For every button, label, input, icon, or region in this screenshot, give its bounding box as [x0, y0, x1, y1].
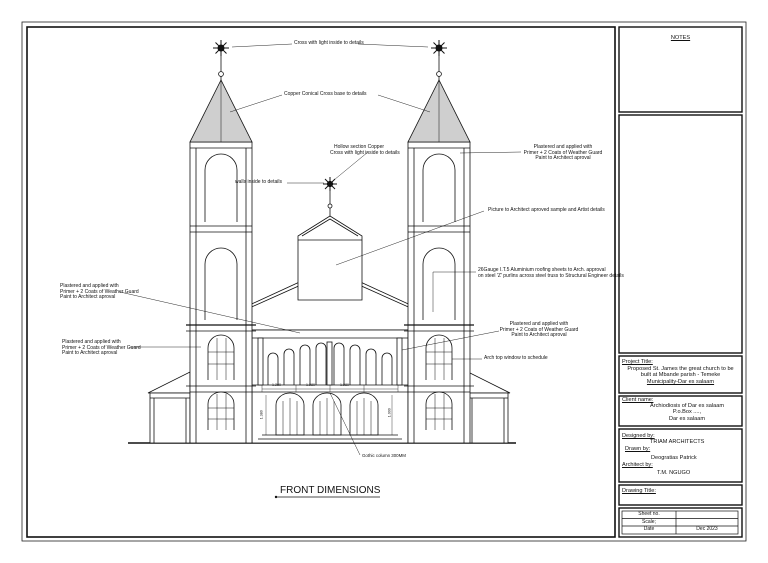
- annotation-picture: Picture to Architect aproved sample and …: [488, 207, 605, 213]
- annotation-leaders: [119, 43, 522, 456]
- annotation-plaster-left-1: Plastered and applied with Primer + 2 Co…: [60, 283, 139, 301]
- annotation-line: Primer + 2 Coats of Weather Guard: [60, 288, 139, 295]
- project-title-label: Project Title:: [622, 359, 653, 365]
- dimension-text: 1.000: [387, 408, 392, 418]
- architect-value: T.M. NGUGO: [657, 470, 691, 476]
- client-label: Client name:: [622, 397, 654, 403]
- drawn-label: Drawn by:: [625, 446, 651, 452]
- annotation-arch-window: Arch top window to schedule: [484, 355, 548, 361]
- designed-value: TRIAM ARCHITECTS: [650, 439, 705, 445]
- title-block: [618, 26, 743, 538]
- annotation-hollow-cross-1: Hollow section Copper: [334, 144, 385, 150]
- annotation-line: Plastered and applied with: [509, 321, 569, 327]
- dimension-text: 1.280: [306, 383, 315, 387]
- annotation-line: Primer + 2 Coats of Weather Guard: [499, 326, 579, 333]
- designed-label: Designed by:: [622, 433, 655, 439]
- project-title-value: Proposed St. James the great church to b…: [619, 366, 742, 385]
- drawing-frame: [26, 26, 616, 538]
- annotation-gothic-column: Gothic column 300MM: [362, 453, 406, 458]
- church-elevation: [128, 56, 516, 444]
- annotation-line: Paint to Architect aproval: [60, 294, 116, 301]
- outer-border: [21, 21, 747, 542]
- annotation-cross-light: Cross with light inside to details: [294, 40, 364, 46]
- annotation-roofing-1: 26Gauge I.T.5 Aluminium roofing sheets t…: [478, 267, 606, 273]
- annotation-line: Plastered and applied with: [60, 283, 119, 289]
- annotation-plaster-left-2: Plastered and applied with Primer + 2 Co…: [62, 339, 141, 357]
- sheet-no-label: Sheet no.: [638, 511, 660, 517]
- annotation-line: Plastered and applied with: [62, 339, 121, 345]
- project-title-line: built at Mbande parish - Temeke: [640, 372, 721, 379]
- sheet-info-table: [621, 510, 739, 535]
- annotation-line: Paint to Architect aproval: [62, 350, 118, 357]
- client-line: Dar es salaam: [668, 415, 706, 422]
- annotation-plaster-top-right: Plastered and applied with Primer + 2 Co…: [518, 144, 608, 162]
- drawn-value: Deogratias Patrick: [651, 455, 697, 461]
- notes-heading: NOTES: [670, 35, 691, 41]
- date-value: Dec 2023: [696, 526, 718, 532]
- project-title-line: Municipality-Dar es salaam: [646, 378, 715, 385]
- annotation-plaster-right-2: Plastered and applied with Primer + 2 Co…: [494, 321, 584, 339]
- architect-label: Architect by:: [622, 462, 653, 468]
- project-title-line: Proposed St. James the great church to b…: [627, 366, 734, 372]
- scale-label: Scale;: [642, 518, 656, 525]
- annotation-copper-cone: Copper Conical Cross base to details: [284, 91, 367, 97]
- date-label: Date: [643, 526, 655, 532]
- dimension-text: 1.280: [272, 383, 281, 387]
- drawing-title: FRONT DIMENSIONS: [280, 485, 381, 496]
- client-line: Archiodiosis of Dar es salaam: [650, 403, 724, 409]
- drawing-title-marker: [274, 495, 278, 499]
- cross-ornament-icon: [213, 40, 447, 191]
- annotation-roofing-2: on steel 'Z' purlins across steel truss …: [478, 273, 624, 279]
- dimension-text: 1.280: [340, 383, 349, 387]
- annotation-line: Paint to Architect aproval: [535, 155, 591, 162]
- annotation-line: Primer + 2 Coats of Weather Guard: [523, 149, 603, 156]
- annotation-walls-inside: walls inside to details: [235, 179, 282, 185]
- annotation-line: Plastered and applied with: [533, 144, 593, 150]
- annotation-line: Primer + 2 Coats of Weather Guard: [62, 344, 141, 351]
- drawing-title-label: Drawing Title:: [622, 488, 656, 494]
- dimension-text: 1.380: [259, 410, 264, 420]
- annotation-hollow-cross-2: Cross with light inside to details: [330, 150, 400, 156]
- annotation-line: Paint to Architect aproval: [511, 332, 567, 339]
- client-line: P.o.Box ....,: [672, 409, 702, 416]
- client-value: Archiodiosis of Dar es salaam P.o.Box ..…: [632, 403, 742, 422]
